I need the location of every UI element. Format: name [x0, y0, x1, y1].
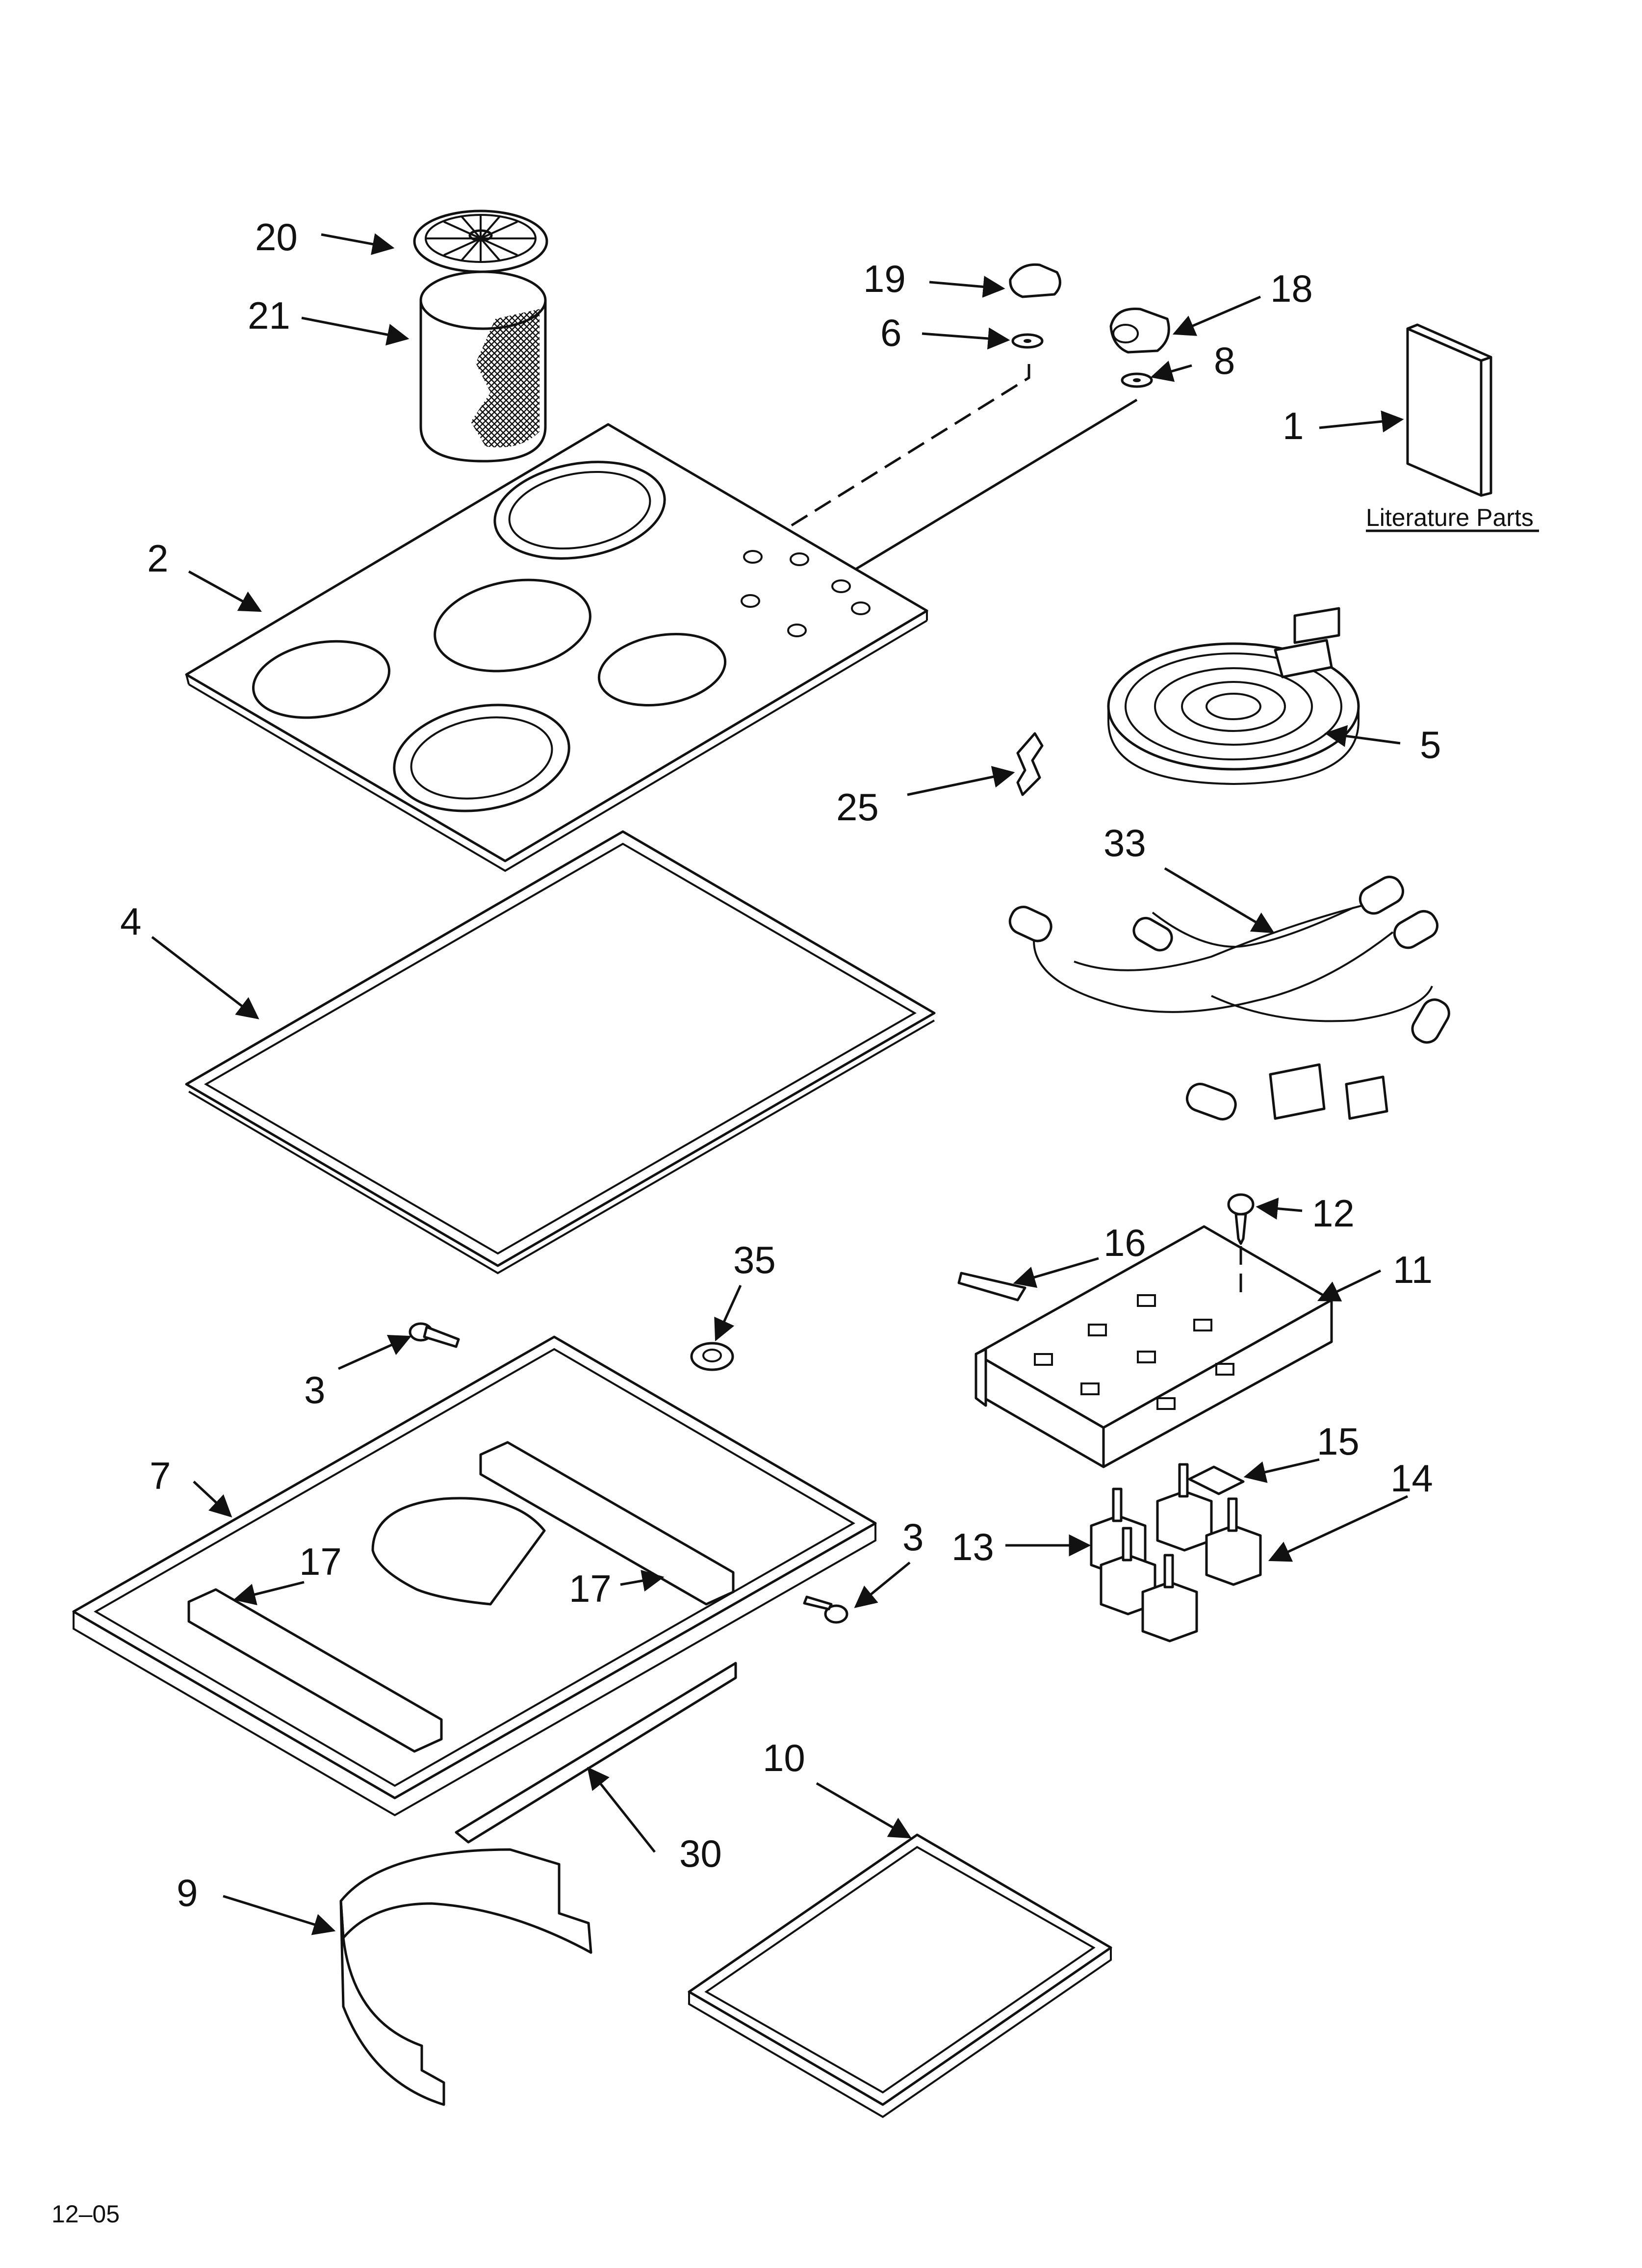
- callout-15: 15: [1317, 1420, 1360, 1463]
- callout-4: 4: [120, 900, 141, 943]
- callout-18: 18: [1270, 267, 1313, 310]
- callout-7: 7: [150, 1454, 171, 1497]
- knob-guide-line: [752, 364, 1030, 551]
- callout-17-right: 17: [569, 1567, 612, 1610]
- washer-8-part: [1121, 372, 1153, 388]
- wire-harness-part: [1008, 876, 1450, 1121]
- knob-19-part: [1009, 263, 1061, 298]
- callout-17-left: 17: [299, 1540, 342, 1583]
- cooktop-glass-part: [185, 423, 928, 872]
- knob-guide-line-2: [840, 398, 1138, 579]
- screw-12-part: [1227, 1193, 1255, 1245]
- screw-3-right-part: [803, 1595, 848, 1624]
- element-clip-part: [1016, 732, 1044, 796]
- callout-14: 14: [1390, 1457, 1433, 1500]
- radiant-element-part: [1107, 607, 1360, 785]
- grommet-part: [690, 1342, 734, 1371]
- callout-19: 19: [863, 257, 906, 300]
- screw-3-left-part: [409, 1322, 460, 1348]
- callout-3-left: 3: [304, 1368, 325, 1411]
- callout-20: 20: [255, 215, 298, 259]
- infinite-switches-part: [1090, 1463, 1262, 1642]
- callout-1: 1: [1283, 404, 1304, 447]
- callout-25: 25: [836, 785, 879, 829]
- callout-13: 13: [951, 1525, 994, 1568]
- control-bracket-part: [975, 1225, 1333, 1468]
- filter-grille-part: [413, 209, 548, 273]
- callout-5: 5: [1420, 723, 1441, 766]
- leader-lines: [151, 233, 1409, 1935]
- callout-33: 33: [1103, 821, 1146, 864]
- shield-9-part: [339, 1848, 592, 2106]
- plate-15-part: [1188, 1465, 1245, 1495]
- washer-6-part: [1011, 333, 1044, 349]
- tray-10-part: [688, 1833, 1112, 2118]
- knob-18-part: [1109, 307, 1170, 354]
- callout-12: 12: [1312, 1192, 1355, 1235]
- callout-30: 30: [679, 1832, 722, 1875]
- callout-10: 10: [763, 1736, 805, 1779]
- label-strip-part: [957, 1272, 1026, 1302]
- callout-8: 8: [1214, 339, 1235, 382]
- callout-6: 6: [880, 311, 901, 354]
- literature-caption: Literature Parts: [1366, 504, 1534, 531]
- callout-16: 16: [1103, 1221, 1146, 1264]
- literature-booklet-part: [1406, 323, 1492, 497]
- date-code: 12–05: [51, 2200, 120, 2228]
- callout-2: 2: [147, 537, 168, 580]
- callout-3-right: 3: [902, 1515, 924, 1559]
- callout-9: 9: [177, 1871, 198, 1914]
- cooktop-gasket-part: [185, 830, 936, 1275]
- callout-11: 11: [1393, 1248, 1433, 1291]
- callout-35: 35: [733, 1238, 776, 1281]
- callout-21: 21: [248, 294, 290, 337]
- rail-30-part: [455, 1662, 737, 1844]
- base-pan-part: [72, 1335, 877, 1817]
- filter-canister-part: [419, 270, 547, 463]
